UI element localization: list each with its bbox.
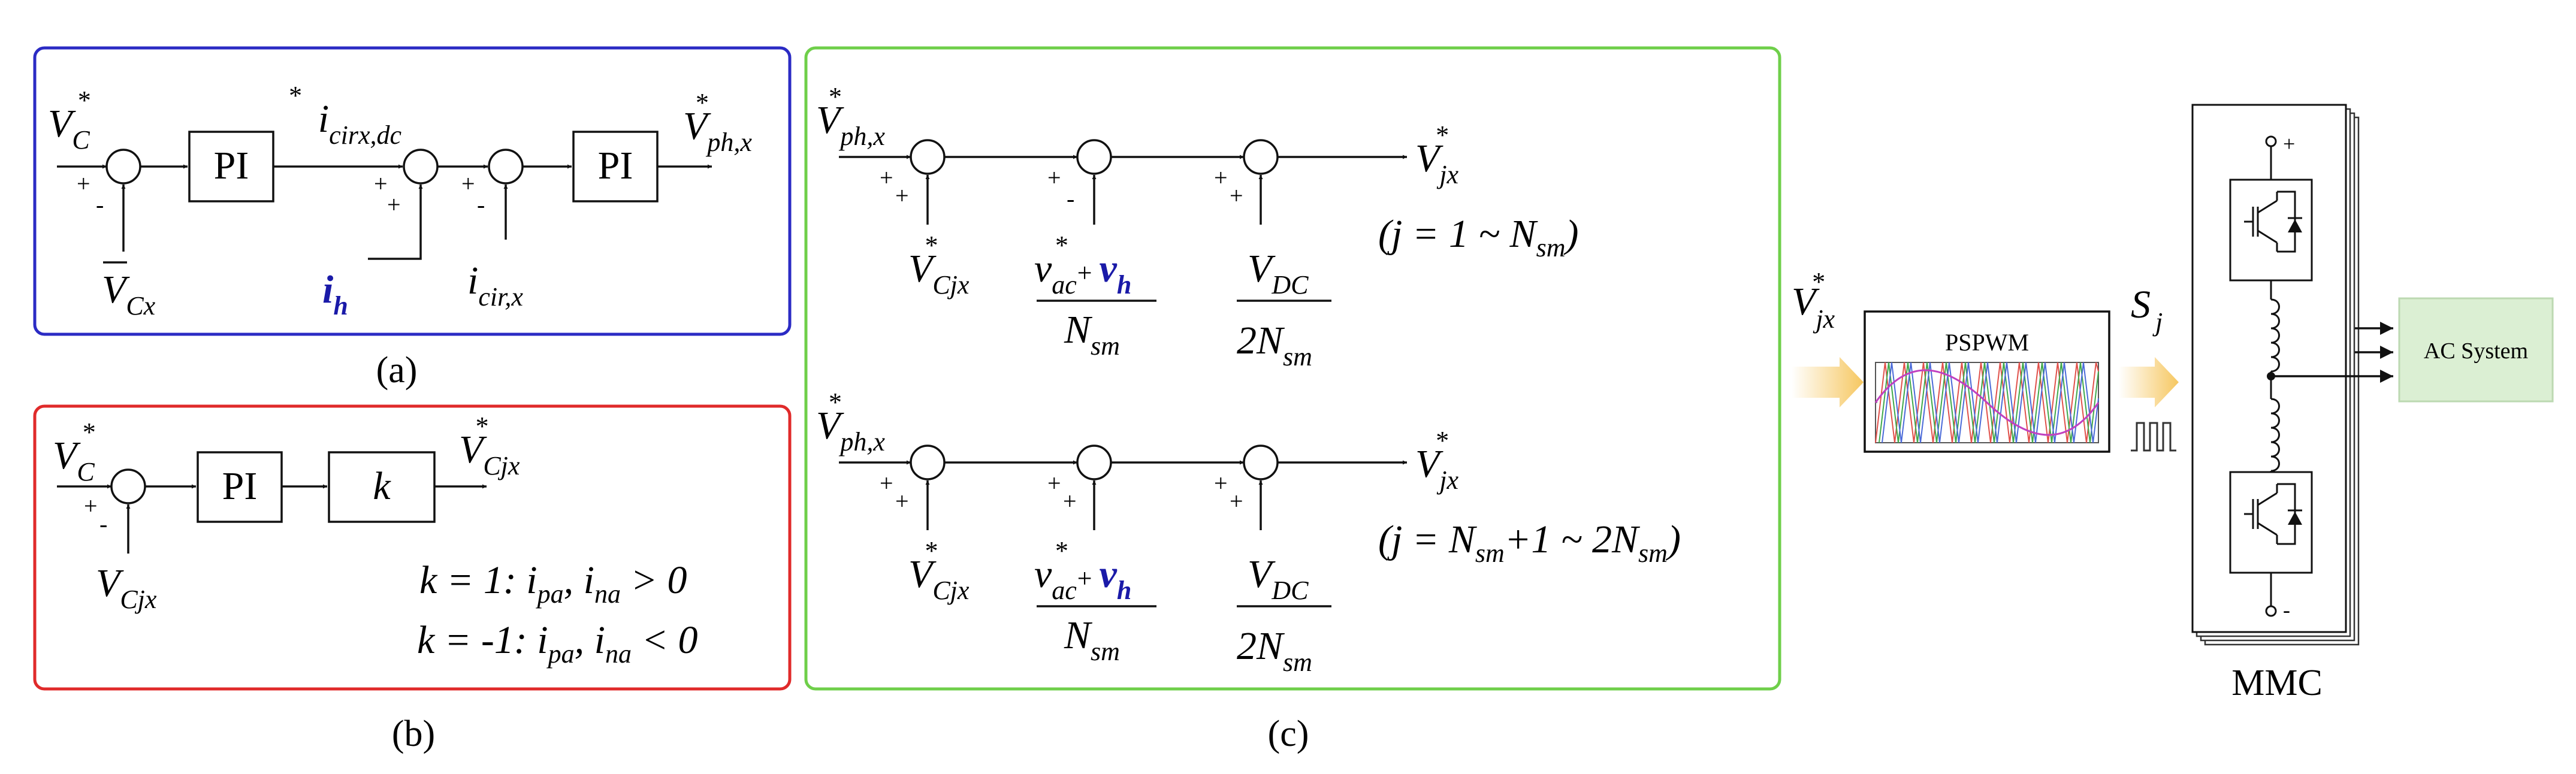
- caption-b: (b): [392, 713, 435, 754]
- c1-vph-label: Vph,x*: [816, 82, 885, 151]
- r-fat-arrow-2: [2119, 357, 2179, 407]
- panel-c-frame: [804, 46, 1781, 691]
- c1-summing-junction-2: [1076, 139, 1112, 175]
- c1-nsm-label: Nsm: [1064, 308, 1120, 361]
- mmc-upper-inductor: [2270, 298, 2280, 373]
- a-sign-plus-3: +: [387, 191, 401, 218]
- c2-vac-label: vac*+vh: [1034, 536, 1131, 605]
- a-summing-junction-3: [488, 149, 524, 185]
- c2-vph-label: Vph,x*: [816, 388, 885, 456]
- mmc-terminal-plus: [2265, 135, 2277, 147]
- b-vcjx-ref-label: VCjx*: [459, 412, 520, 480]
- a-ih-label: ih: [322, 268, 348, 321]
- caption-a: (a): [376, 350, 418, 391]
- mmc-terminal-minus: [2265, 605, 2277, 617]
- c1-range-label: (j = 1 ~ Nsm): [1378, 212, 1578, 262]
- r-pulse-train-icon: [2131, 422, 2176, 452]
- a-sign-minus-1: -: [96, 191, 104, 218]
- a-sign-minus-2: -: [477, 191, 485, 218]
- a-icir-label: icir,x: [467, 259, 523, 312]
- a-icir-ref-label: icirx,dc*: [288, 81, 401, 150]
- c1-sign-2: +: [895, 182, 909, 209]
- c2-sign-5: +: [1214, 470, 1228, 497]
- b-rule-2: k = -1: ipa, ina < 0: [417, 618, 698, 669]
- a-wire-ih: [368, 185, 423, 260]
- c2-range-label: (j = Nsm+1 ~ 2Nsm): [1378, 518, 1681, 568]
- c2-sign-1: +: [880, 470, 893, 497]
- mmc-caption: MMC: [2231, 663, 2323, 703]
- a-sign-plus-1: +: [77, 170, 90, 197]
- a-pi-2-label: PI: [598, 144, 633, 188]
- c1-vdc-label: VDC: [1248, 247, 1309, 300]
- a-sign-plus-2: +: [374, 170, 388, 197]
- c2-summing-junction-1: [910, 445, 946, 480]
- c1-vcjx-label: VCjx*: [908, 231, 970, 300]
- c1-vjx-label: Vjx*: [1415, 120, 1459, 189]
- pspwm-carrier-waves: [1874, 362, 2100, 443]
- c1-sign-6: +: [1230, 182, 1243, 209]
- b-k-label: k: [373, 464, 391, 508]
- mmc-circuit: +: [2229, 132, 2393, 622]
- c1-vac-label: vac*+vh: [1034, 231, 1131, 300]
- b-pi-block: [197, 451, 283, 523]
- b-k-block: [328, 451, 436, 523]
- c2-2nsm-label: 2Nsm: [1237, 624, 1312, 677]
- mmc-minus-label: -: [2283, 598, 2290, 622]
- c2-sign-3: +: [1047, 470, 1061, 497]
- b-pi-label: PI: [222, 464, 258, 508]
- b-vc-ref-label: VC*: [53, 418, 95, 486]
- b-rule-1: k = 1: ipa, ina > 0: [419, 558, 687, 609]
- c2-sign-4: +: [1063, 488, 1077, 515]
- a-vph-label: Vph,x*: [683, 88, 752, 157]
- c1-2nsm-label: 2Nsm: [1237, 319, 1312, 371]
- mmc-lower-inductor: [2270, 398, 2280, 472]
- c1-sign-1: +: [880, 164, 893, 191]
- a-summing-junction-2: [403, 149, 439, 185]
- igbt-icon-lower: [2244, 483, 2302, 545]
- mmc-plus-label: +: [2283, 132, 2295, 156]
- c2-summing-junction-2: [1076, 445, 1112, 480]
- b-vcjx-label: VCjx: [96, 561, 157, 614]
- c2-vjx-label: Vjx*: [1415, 426, 1459, 495]
- a-vc-ref-label: VC*: [48, 86, 90, 155]
- a-pi-1-label: PI: [214, 144, 249, 188]
- pspwm-label: PSPWM: [1945, 329, 2029, 356]
- a-vcx-label: VCx: [102, 268, 156, 321]
- b-sign-plus: +: [84, 492, 98, 519]
- panel-c: Vph,x* + + VCjx* + - vac*+vh Nsm + + VDC…: [804, 46, 1781, 691]
- ac-system-label: AC System: [2424, 338, 2528, 364]
- panel-a-frame: [33, 46, 792, 336]
- r-vjx-label: Vjx*: [1792, 267, 1835, 334]
- b-summing-junction: [110, 468, 146, 504]
- c2-sign-2: +: [895, 488, 909, 515]
- panel-b: VC* + - VCjx PI k VCjx* k = 1: ipa, ina …: [33, 404, 792, 691]
- c1-sign-3: +: [1047, 164, 1061, 191]
- a-summing-junction-1: [105, 149, 141, 185]
- c2-sign-6: +: [1230, 488, 1243, 515]
- a-pi-block-1: [188, 131, 274, 202]
- b-sign-minus: -: [99, 510, 107, 537]
- panel-a: VC* + - VCx PI icirx,dc* + + ih + - icir…: [33, 46, 792, 336]
- igbt-icon-upper: [2244, 191, 2302, 253]
- c2-vdc-label: VDC: [1248, 552, 1309, 605]
- c2-vcjx-label: VCjx*: [908, 536, 970, 605]
- c2-summing-junction-3: [1243, 445, 1279, 480]
- c1-sign-4: -: [1067, 185, 1074, 212]
- c1-summing-junction-1: [910, 139, 946, 175]
- a-sign-plus-4: +: [461, 170, 475, 197]
- c1-sign-5: +: [1214, 164, 1228, 191]
- c2-nsm-label: Nsm: [1064, 613, 1120, 666]
- ac-system-block: [2398, 297, 2554, 403]
- panel-b-frame: [33, 404, 792, 691]
- r-fat-arrow-1: [1792, 357, 1864, 407]
- caption-c: (c): [1268, 713, 1309, 754]
- c1-summing-junction-3: [1243, 139, 1279, 175]
